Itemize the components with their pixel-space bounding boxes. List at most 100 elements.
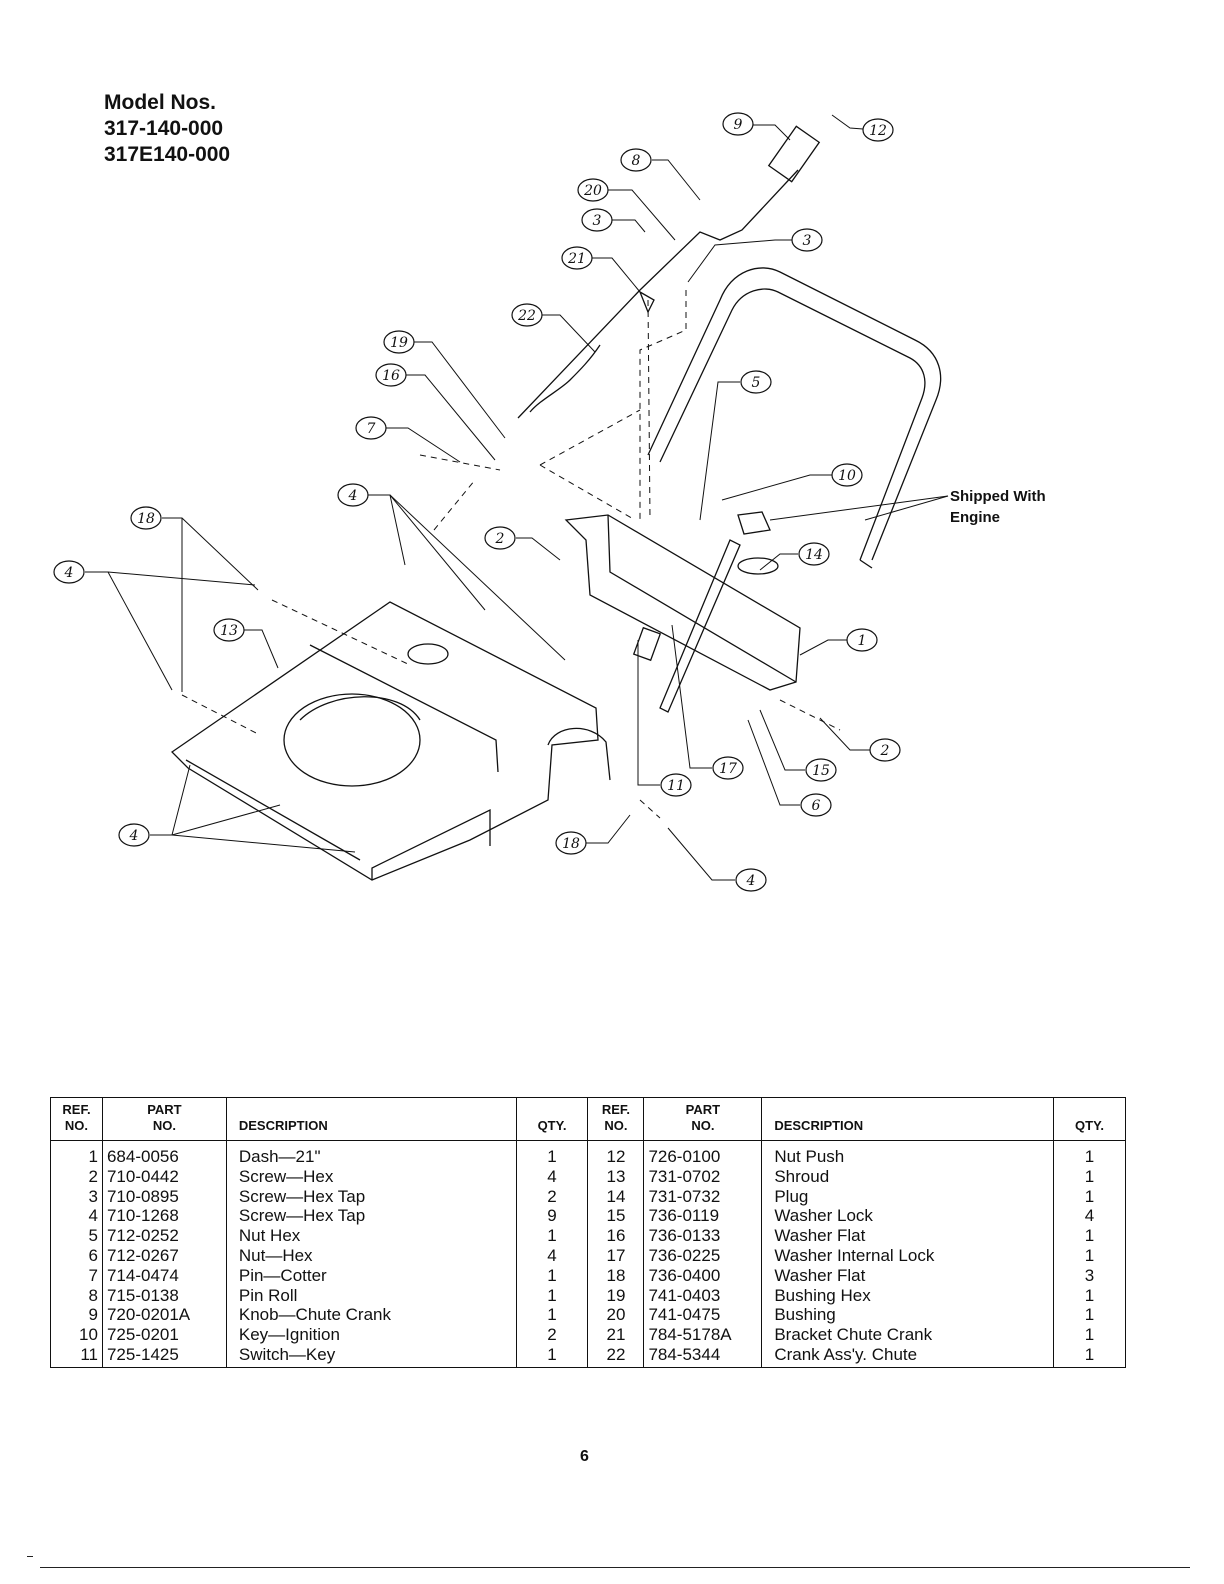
- leader: [386, 427, 461, 463]
- ref-no-cell: 22: [587, 1344, 645, 1368]
- ref-no-cell: 8: [50, 1285, 103, 1306]
- qty-cell: 1: [516, 1265, 589, 1286]
- header-ref-no: REF.NO.: [587, 1097, 645, 1141]
- callout-8: 8: [620, 148, 652, 172]
- leader: [667, 827, 735, 881]
- svg-text:18: 18: [137, 511, 155, 527]
- callout-5: 5: [740, 370, 772, 394]
- ref-no-cell: 13: [587, 1166, 645, 1187]
- part-no-cell: 720-0201A: [102, 1305, 227, 1326]
- svg-text:10: 10: [838, 468, 856, 484]
- svg-text:11: 11: [667, 778, 685, 794]
- part-no-cell: 784-5178A: [643, 1325, 763, 1345]
- part-no-cell: 684-0056: [102, 1140, 227, 1167]
- leader: [671, 624, 712, 769]
- leader: [389, 494, 486, 611]
- leader: [819, 717, 870, 751]
- key-switch: [632, 626, 662, 662]
- ref-no-cell: 2: [50, 1166, 103, 1187]
- page-number: 6: [580, 1448, 589, 1465]
- leader: [699, 381, 740, 521]
- svg-text:8: 8: [632, 153, 641, 169]
- svg-text:3: 3: [803, 233, 812, 249]
- callout-22: 22: [511, 303, 543, 327]
- leader: [171, 804, 281, 836]
- part-no-cell: 731-0732: [643, 1186, 763, 1207]
- description-cell: Bushing: [761, 1305, 1055, 1326]
- model-numbers: Model Nos. 317-140-000 317E140-000: [104, 90, 230, 168]
- ref-no-cell: 5: [50, 1226, 103, 1246]
- qty-cell: 1: [1053, 1140, 1126, 1167]
- leader: [687, 239, 792, 283]
- qty-cell: 2: [516, 1186, 589, 1207]
- handle-inner: [659, 288, 926, 561]
- part-no-cell: 741-0475: [643, 1305, 763, 1326]
- callout-12: 12: [862, 118, 894, 142]
- part-no-cell: 715-0138: [102, 1285, 227, 1306]
- ref-no-cell: 18: [587, 1265, 645, 1286]
- assembly-line: [539, 409, 641, 466]
- description-cell: Screw—Hex Tap: [226, 1206, 517, 1227]
- shroud-chute-rim: [299, 696, 421, 721]
- description-cell: Nut Hex: [226, 1226, 517, 1246]
- ref-no-cell: 16: [587, 1226, 645, 1246]
- ref-no-cell: 15: [587, 1206, 645, 1227]
- description-cell: Dash—21": [226, 1140, 517, 1167]
- callout-3: 3: [791, 228, 823, 252]
- part-no-cell: 710-0895: [102, 1186, 227, 1207]
- ref-no-cell: 12: [587, 1140, 645, 1167]
- header-qty: QTY.: [516, 1097, 589, 1141]
- svg-text:4: 4: [64, 565, 74, 581]
- assembly-line: [639, 799, 661, 819]
- assembly-line: [271, 599, 411, 666]
- part-no-cell: 710-0442: [102, 1166, 227, 1187]
- description-cell: Pin—Cotter: [226, 1265, 517, 1286]
- description-cell: Shroud: [761, 1166, 1055, 1187]
- qty-cell: 1: [1053, 1226, 1126, 1246]
- assembly-line: [779, 699, 841, 731]
- part-no-cell: 736-0119: [643, 1206, 763, 1227]
- handle-outer: [647, 267, 942, 561]
- svg-text:4: 4: [746, 873, 756, 889]
- model-number: 317E140-000: [104, 143, 231, 166]
- leader: [747, 719, 800, 806]
- ref-no-cell: 20: [587, 1305, 645, 1326]
- qty-cell: 1: [516, 1305, 589, 1326]
- leader: [150, 764, 191, 836]
- leader: [85, 571, 256, 586]
- header-description: DESCRIPTION: [226, 1097, 517, 1141]
- description-cell: Washer Lock: [761, 1206, 1055, 1227]
- ref-no-cell: 3: [50, 1186, 103, 1207]
- svg-text:18: 18: [562, 836, 580, 852]
- handle-end: [859, 559, 873, 569]
- shroud-chute-opening: [283, 693, 421, 787]
- crank-knob: [767, 125, 821, 183]
- qty-cell: 1: [1053, 1285, 1126, 1306]
- svg-text:2: 2: [495, 531, 505, 547]
- model-number: 317-140-000: [104, 117, 224, 140]
- part-no-cell: 741-0403: [643, 1285, 763, 1306]
- leader: [652, 159, 701, 201]
- exploded-parts-diagram: 9 12 8 20 3 3 21 22 19 16 5 7 10 4 18 2 …: [53, 112, 949, 892]
- leader: [162, 517, 259, 591]
- part-no-cell: 736-0400: [643, 1265, 763, 1286]
- svg-text:1: 1: [858, 633, 867, 649]
- callout-2: 2: [484, 526, 516, 550]
- callout-4: 4: [118, 823, 150, 847]
- shipped-note-line: Engine: [950, 509, 1001, 526]
- header-qty: QTY.: [1053, 1097, 1126, 1141]
- shipped-with-engine-note: Shipped With Engine: [950, 486, 1046, 528]
- callout-4: 4: [53, 560, 85, 584]
- crank-bracket: [638, 290, 655, 314]
- svg-text:21: 21: [567, 251, 586, 267]
- callout-1: 1: [846, 628, 878, 652]
